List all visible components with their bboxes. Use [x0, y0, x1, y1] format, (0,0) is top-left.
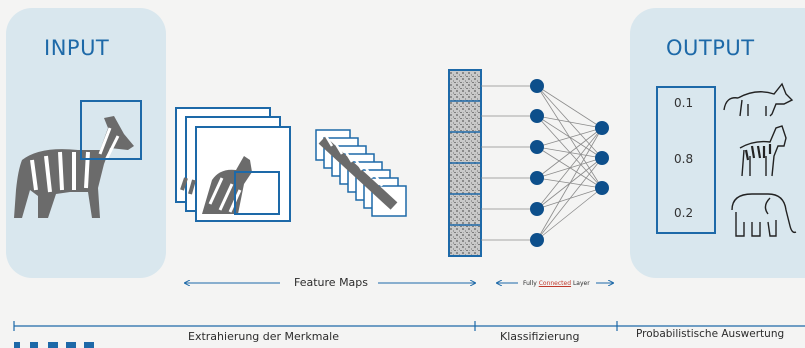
- input-title: INPUT: [44, 36, 110, 60]
- zebra-icon: [739, 125, 787, 177]
- feature-maps-label: Feature Maps: [294, 276, 369, 289]
- feature-map-stack-large: [175, 107, 291, 222]
- elephant-icon: [731, 193, 797, 237]
- extraction-label: Extrahierung der Merkmale: [188, 330, 339, 343]
- stage-timeline: [13, 321, 805, 331]
- fc-layer-2-nodes: [595, 121, 609, 195]
- cropped-footer-text: [14, 342, 94, 348]
- probability-box: 0.1 0.8 0.2: [656, 86, 716, 234]
- probability-fox: 0.1: [674, 96, 694, 110]
- fc-layer-1-nodes: [530, 79, 544, 247]
- input-panel: [6, 8, 166, 278]
- connected-word: Connected: [538, 280, 572, 287]
- output-title: OUTPUT: [666, 36, 755, 60]
- input-zebra-image: [14, 100, 142, 218]
- feature-map-stack-small: [315, 129, 407, 217]
- probability-elephant: 0.2: [674, 206, 694, 220]
- fully-connected-network: [481, 85, 603, 241]
- flatten-column: [448, 69, 482, 257]
- probabilistic-label: Probabilistische Auswertung: [636, 328, 785, 340]
- classification-label: Klassifizierung: [500, 330, 580, 343]
- fox-icon: [723, 82, 794, 117]
- probability-zebra: 0.8: [674, 152, 694, 166]
- fully-connected-label: Fully Connected Layer: [523, 280, 590, 287]
